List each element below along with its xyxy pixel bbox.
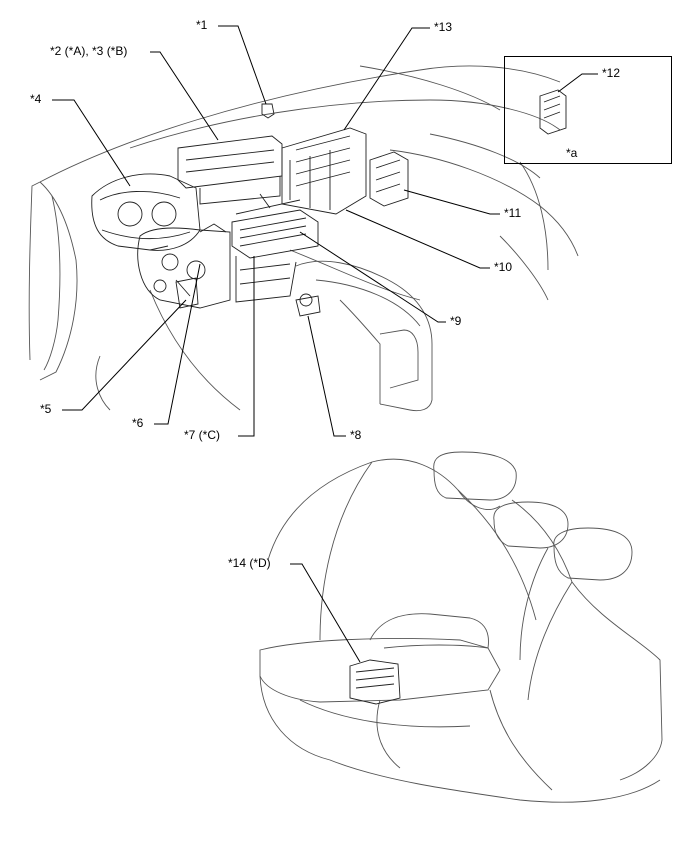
leader-c11 (403, 189, 500, 215)
callout-9: *9 (450, 314, 462, 328)
multi-display (177, 135, 283, 189)
leader-c4 (52, 99, 131, 187)
leader-c8 (307, 315, 346, 437)
callout-5: *5 (40, 402, 52, 416)
control-panel (231, 209, 319, 259)
armrest (259, 638, 501, 703)
leader-c13 (343, 27, 430, 131)
callout-14: *14 (*D) (228, 556, 271, 570)
headrest-right (553, 527, 633, 581)
callout-6: *6 (132, 416, 144, 430)
sensor (261, 103, 275, 119)
leader-c7 (238, 256, 255, 437)
callout-13: *13 (434, 20, 453, 34)
callout-a: *a (566, 146, 578, 160)
callout-8: *8 (350, 428, 362, 442)
rear-seat-back (267, 458, 501, 561)
ecu-box (369, 151, 409, 207)
seat-cushion (259, 675, 661, 803)
center-console (295, 260, 433, 412)
windshield-outline (39, 65, 561, 183)
leader-c5 (62, 299, 187, 411)
combination-meter (91, 173, 201, 251)
callout-12: *12 (602, 66, 621, 80)
callout-4: *4 (30, 92, 42, 106)
leader-c1 (218, 25, 267, 105)
inset-frame (504, 56, 672, 164)
leader-c12 (557, 73, 598, 93)
console-switch (295, 295, 321, 317)
rear-seat-back-right (511, 499, 663, 781)
callout-11: *11 (504, 206, 522, 220)
leader-c14 (290, 563, 361, 663)
inset-module (539, 89, 567, 135)
callout-7: *7 (*C) (184, 428, 221, 442)
callout-1: *1 (196, 18, 208, 32)
headrest-center (493, 501, 569, 549)
headrest-left (433, 451, 517, 501)
leader-c10 (345, 209, 490, 269)
leader-c9 (299, 231, 446, 323)
callout-2-3: *2 (*A), *3 (*B) (50, 44, 128, 58)
leader-c2 (150, 51, 219, 141)
leader-c6 (154, 263, 201, 425)
callout-10: *10 (494, 260, 513, 274)
rear-control-panel (349, 659, 401, 705)
